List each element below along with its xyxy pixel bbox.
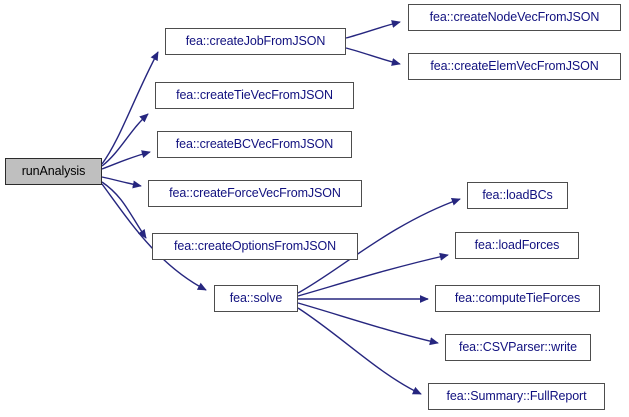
graph-node-createJobFromJSON[interactable]: fea::createJobFromJSON: [165, 28, 346, 55]
graph-node-createBCVecFromJSON[interactable]: fea::createBCVecFromJSON: [157, 131, 352, 158]
edge-runAnalysis-to-createTieVecFromJSON: [101, 113, 149, 167]
edge-runAnalysis-to-createBCVecFromJSON: [101, 150, 151, 170]
graph-node-createNodeVecFromJSON[interactable]: fea::createNodeVecFromJSON: [408, 4, 621, 31]
graph-node-createOptionsFromJSON[interactable]: fea::createOptionsFromJSON: [152, 233, 358, 260]
edge-runAnalysis-to-createElemVecFromJSON: [345, 47, 401, 66]
graph-node-loadForces[interactable]: fea::loadForces: [455, 232, 579, 259]
edge-runAnalysis-to-createJobFromJSON: [101, 51, 159, 165]
graph-node-loadBCs[interactable]: fea::loadBCs: [467, 182, 568, 209]
edge-solve-to-fullReport: [297, 307, 422, 395]
edge-runAnalysis-to-createNodeVecFromJSON: [345, 20, 401, 39]
graph-node-createTieVecFromJSON[interactable]: fea::createTieVecFromJSON: [155, 82, 354, 109]
edge-runAnalysis-to-createOptionsFromJSON: [101, 181, 147, 239]
graph-node-createForceVecFromJSON[interactable]: fea::createForceVecFromJSON: [148, 180, 362, 207]
edge-solve-to-loadForces: [297, 252, 449, 297]
edge-runAnalysis-to-createForceVecFromJSON: [101, 176, 142, 189]
graph-node-csvWrite[interactable]: fea::CSVParser::write: [445, 334, 591, 361]
graph-node-runAnalysis[interactable]: runAnalysis: [5, 158, 102, 185]
graph-node-createElemVecFromJSON[interactable]: fea::createElemVecFromJSON: [408, 53, 621, 80]
graph-node-computeTieForces[interactable]: fea::computeTieForces: [435, 285, 600, 312]
edge-paths: [101, 20, 461, 395]
graph-node-solve[interactable]: fea::solve: [214, 285, 298, 312]
edge-solve-to-csvWrite: [297, 302, 439, 346]
graph-node-fullReport[interactable]: fea::Summary::FullReport: [428, 383, 605, 410]
